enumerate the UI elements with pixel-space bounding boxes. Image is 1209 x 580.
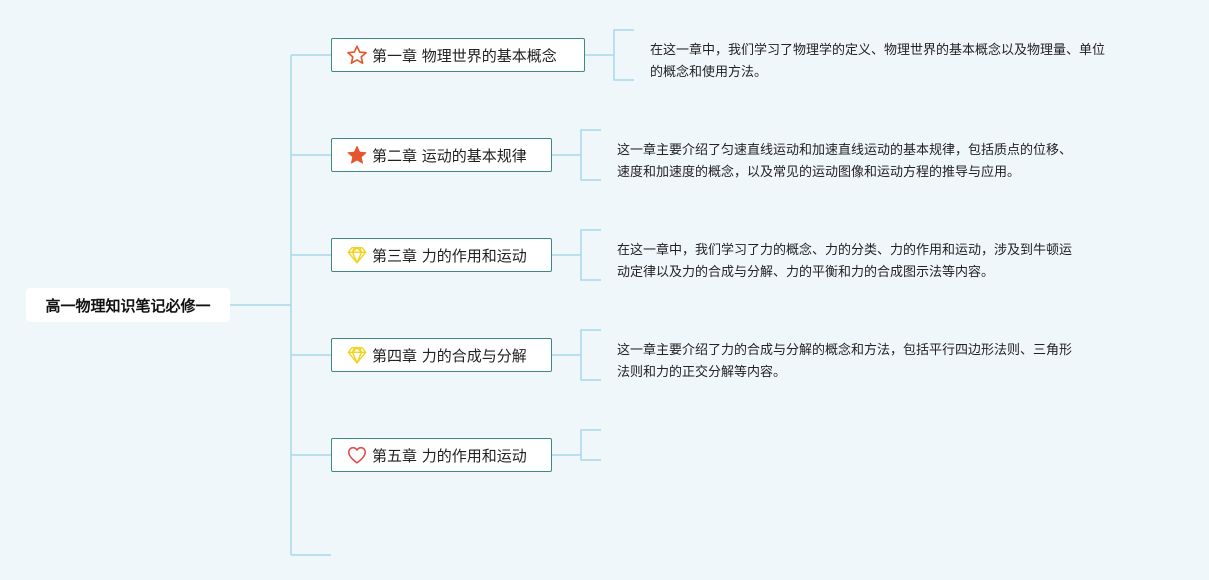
note-line: 速度和加速度的概念，以及常见的运动图像和运动方程的推导与应用。 (617, 165, 1021, 180)
chapter-2-title: 第二章 运动的基本规律 (372, 146, 527, 165)
chapter-5-title: 第五章 力的作用和运动 (372, 446, 527, 465)
root-topic[interactable]: 高一物理知识笔记必修一 (26, 288, 230, 322)
star-outline-icon (346, 44, 368, 66)
chapter-4-title: 第四章 力的合成与分解 (372, 346, 527, 365)
chapter-4-note: 这一章主要介绍了力的合成与分解的概念和方法，包括平行四边形法则、三角形 法则和力… (617, 340, 1072, 384)
chapter-3-node[interactable]: 第三章 力的作用和运动 (331, 238, 552, 272)
heart-outline-icon (346, 444, 368, 466)
diamond-icon (346, 244, 368, 266)
chapter-3-title: 第三章 力的作用和运动 (372, 246, 527, 265)
note-line: 法则和力的正交分解等内容。 (617, 365, 787, 380)
chapter-3-note: 在这一章中，我们学习了力的概念、力的分类、力的作用和运动，涉及到牛顿运 动定律以… (617, 240, 1072, 284)
star-filled-icon (346, 144, 368, 166)
chapter-4-node[interactable]: 第四章 力的合成与分解 (331, 338, 552, 372)
note-line: 的概念和使用方法。 (650, 65, 768, 80)
diamond-icon (346, 344, 368, 366)
note-line: 在这一章中，我们学习了物理学的定义、物理世界的基本概念以及物理量、单位 (650, 43, 1106, 58)
chapter-2-node[interactable]: 第二章 运动的基本规律 (331, 138, 552, 172)
root-title: 高一物理知识笔记必修一 (45, 296, 211, 315)
chapter-1-title: 第一章 物理世界的基本概念 (372, 46, 557, 65)
note-line: 在这一章中，我们学习了力的概念、力的分类、力的作用和运动，涉及到牛顿运 (617, 243, 1073, 258)
note-line: 动定律以及力的合成与分解、力的平衡和力的合成图示法等内容。 (617, 265, 995, 280)
chapter-1-node[interactable]: 第一章 物理世界的基本概念 (331, 38, 585, 72)
chapter-5-node[interactable]: 第五章 力的作用和运动 (331, 438, 552, 472)
note-line: 这一章主要介绍了力的合成与分解的概念和方法，包括平行四边形法则、三角形 (617, 343, 1073, 358)
note-line: 这一章主要介绍了匀速直线运动和加速直线运动的基本规律，包括质点的位移、 (617, 143, 1073, 158)
chapter-1-note: 在这一章中，我们学习了物理学的定义、物理世界的基本概念以及物理量、单位 的概念和… (650, 40, 1105, 84)
chapter-2-note: 这一章主要介绍了匀速直线运动和加速直线运动的基本规律，包括质点的位移、 速度和加… (617, 140, 1072, 184)
